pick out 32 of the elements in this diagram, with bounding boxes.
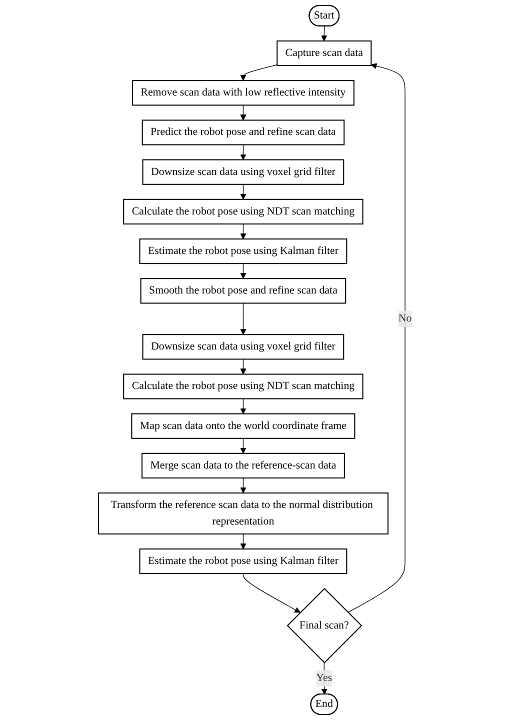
node-diamond <box>286 588 362 664</box>
arrow <box>240 478 246 494</box>
edge-label: Yes <box>316 672 332 684</box>
arrow <box>348 63 406 613</box>
node-box <box>139 238 348 264</box>
arrow <box>242 573 300 613</box>
arrow <box>240 64 278 81</box>
node-box <box>142 334 344 360</box>
node-box <box>141 452 345 478</box>
arrow <box>240 144 246 160</box>
arrow <box>240 302 246 335</box>
arrow <box>321 26 328 42</box>
flowchart-drawing: Yes No Start Capture scan data Remove scan data with low reflective intensity Predict the robot pose and refine scan data Downsize scan data using voxel grid filter Calculate the robot pose using NDT scan matching Estimate the robot pose using Kalman filter Smooth the robot pose and refine scan data Downsize scan data using voxel grid filter Calculate the robot pose using NDT scan matching Map scan data onto the world coordinate frame Merge scan data to the reference-scan data Transform the reference scan data to the normal distribution representation Estimate the robot pose using Kalman filter Final scan? End <box>92 0 418 720</box>
arrow <box>240 438 246 454</box>
node-box <box>123 198 364 224</box>
node-box <box>132 80 354 106</box>
node-box <box>131 413 356 439</box>
edge-label: No <box>398 312 412 324</box>
node-box <box>123 374 364 400</box>
arrow <box>240 104 246 120</box>
node-box <box>139 548 348 574</box>
arrow <box>240 224 246 240</box>
node-box <box>98 492 388 534</box>
arrow <box>240 534 246 550</box>
node-box <box>276 40 372 66</box>
arrow <box>240 184 246 200</box>
arrow <box>240 358 246 374</box>
arrow <box>240 263 246 279</box>
node-box <box>142 120 344 146</box>
arrow <box>240 398 246 414</box>
node-box <box>142 159 344 185</box>
node-box <box>140 278 346 304</box>
